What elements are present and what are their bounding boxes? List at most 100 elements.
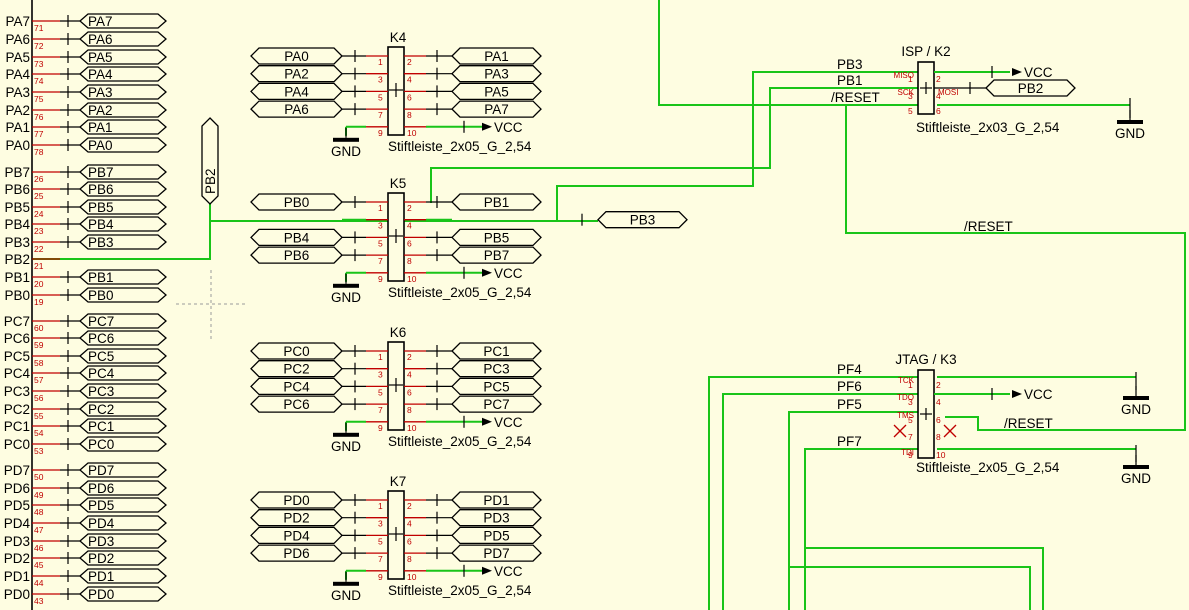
header-port-pa5[interactable] — [451, 82, 542, 101]
mcu-port-pc5[interactable] — [79, 348, 167, 364]
header-port-pd7[interactable] — [451, 544, 542, 562]
header-port-pc2[interactable] — [250, 360, 343, 378]
mcu-port-label: PD7 — [88, 463, 114, 478]
mcu-port-pb1[interactable] — [79, 269, 167, 285]
mcu-port-pa7[interactable] — [79, 13, 167, 29]
header-title: K6 — [390, 325, 407, 340]
mcu-port-pc1[interactable] — [79, 418, 167, 434]
header-port-pd6[interactable] — [250, 544, 343, 562]
jtag-gnd-top-label: GND — [1121, 402, 1151, 417]
mcu-port-pb6[interactable] — [79, 181, 167, 197]
mcu-port-pa2[interactable] — [79, 102, 167, 118]
header-port-pd1[interactable] — [451, 491, 542, 509]
mcu-port-pa4[interactable] — [79, 66, 167, 82]
jtag-pin-number: 8 — [936, 432, 941, 442]
header-pin-number: 5 — [378, 387, 383, 397]
header-port-pb5[interactable] — [451, 228, 542, 247]
mcu-port-pd2[interactable] — [79, 550, 167, 566]
header-port-pa6[interactable] — [250, 100, 343, 118]
header-port-pb4[interactable] — [250, 228, 343, 247]
header-port-pc4[interactable] — [250, 377, 343, 396]
mcu-port-pb4[interactable] — [79, 216, 167, 232]
mcu-port-pd7[interactable] — [79, 462, 167, 478]
mcu-port-pc4[interactable] — [79, 365, 167, 381]
header-port-pb6[interactable] — [250, 246, 343, 264]
mcu-port-pb0[interactable] — [79, 287, 167, 303]
header-port-pc1[interactable] — [451, 342, 542, 360]
mcu-port-pd0[interactable] — [79, 586, 167, 602]
mcu-port-pd5[interactable] — [79, 497, 167, 513]
header-port-pa5-label: PA5 — [484, 84, 509, 99]
mcu-pin-number: 25 — [34, 191, 44, 201]
header-port-pd2-label: PD2 — [283, 511, 309, 526]
header-port-pd2[interactable] — [250, 509, 343, 527]
header-port-pa0[interactable] — [250, 47, 343, 65]
mcu-port-pc6[interactable] — [79, 330, 167, 346]
header-pin-number: 3 — [378, 75, 383, 85]
mcu-pin-number: 47 — [34, 525, 44, 535]
header-port-pd3[interactable] — [451, 509, 542, 527]
header-port-pb1[interactable] — [451, 193, 542, 211]
mcu-port-pc2[interactable] — [79, 401, 167, 417]
mcu-pin-name: PD5 — [4, 498, 30, 513]
header-port-pa2[interactable] — [250, 65, 343, 83]
pb2-port-shape[interactable] — [201, 117, 219, 205]
header-port-pc0[interactable] — [250, 342, 343, 360]
mcu-port-pa5[interactable] — [79, 49, 167, 65]
header-port-pd4[interactable] — [250, 526, 343, 545]
mcu-port-pa0[interactable] — [79, 137, 167, 153]
mcu-port-label: PD5 — [88, 498, 114, 513]
header-port-pd5[interactable] — [451, 526, 542, 545]
header-port-pd0[interactable] — [250, 491, 343, 509]
mcu-port-pd3[interactable] — [79, 533, 167, 549]
net-port-pb3[interactable] — [597, 211, 688, 229]
mcu-port-pb5[interactable] — [79, 199, 167, 215]
mcu-port-pc7[interactable] — [79, 313, 167, 329]
header-port-pb0[interactable] — [250, 193, 343, 211]
header-port-pc3[interactable] — [451, 360, 542, 378]
mcu-port-pa1[interactable] — [79, 119, 167, 135]
mcu-port-pc0[interactable] — [79, 436, 167, 452]
header-pin-number: 10 — [407, 274, 417, 284]
header-pin-number: 10 — [407, 572, 417, 582]
mcu-port-pb7[interactable] — [79, 164, 167, 180]
mcu-port-pc3[interactable] — [79, 383, 167, 399]
mcu-pin-name: PC3 — [4, 384, 30, 399]
header-port-pd0-label: PD0 — [283, 493, 309, 508]
mcu-pin-number: 49 — [34, 490, 44, 500]
header-vcc-label: VCC — [494, 120, 523, 135]
header-part-name: Stiftleiste_2x05_G_2,54 — [388, 285, 532, 300]
mcu-port-pb3[interactable] — [79, 234, 167, 250]
header-title: K5 — [390, 176, 407, 191]
header-pin-number: 7 — [378, 554, 383, 564]
mcu-port-pd1[interactable] — [79, 568, 167, 584]
mcu-port-pd4[interactable] — [79, 515, 167, 531]
mcu-port-pa3[interactable] — [79, 84, 167, 100]
header-port-pc6[interactable] — [250, 395, 343, 413]
header-port-pa3[interactable] — [451, 65, 542, 83]
isp-port-pb2[interactable] — [985, 79, 1076, 97]
pb2-vertical-port[interactable]: PB2 — [201, 117, 219, 205]
mcu-port-label: PA6 — [88, 32, 113, 47]
mcu-port-pd6[interactable] — [79, 480, 167, 496]
header-port-pa4[interactable] — [250, 82, 343, 101]
header-port-pc5[interactable] — [451, 377, 542, 396]
mcu-pin-number: 58 — [34, 358, 44, 368]
mcu-port-pa6[interactable] — [79, 31, 167, 47]
header-port-pa1[interactable] — [451, 47, 542, 65]
header-port-pb7[interactable] — [451, 246, 542, 264]
jtag-pin-number: 2 — [936, 380, 941, 390]
header-port-pa7[interactable] — [451, 100, 542, 118]
header-vcc-label: VCC — [494, 415, 523, 430]
header-port-pc7[interactable] — [451, 395, 542, 413]
